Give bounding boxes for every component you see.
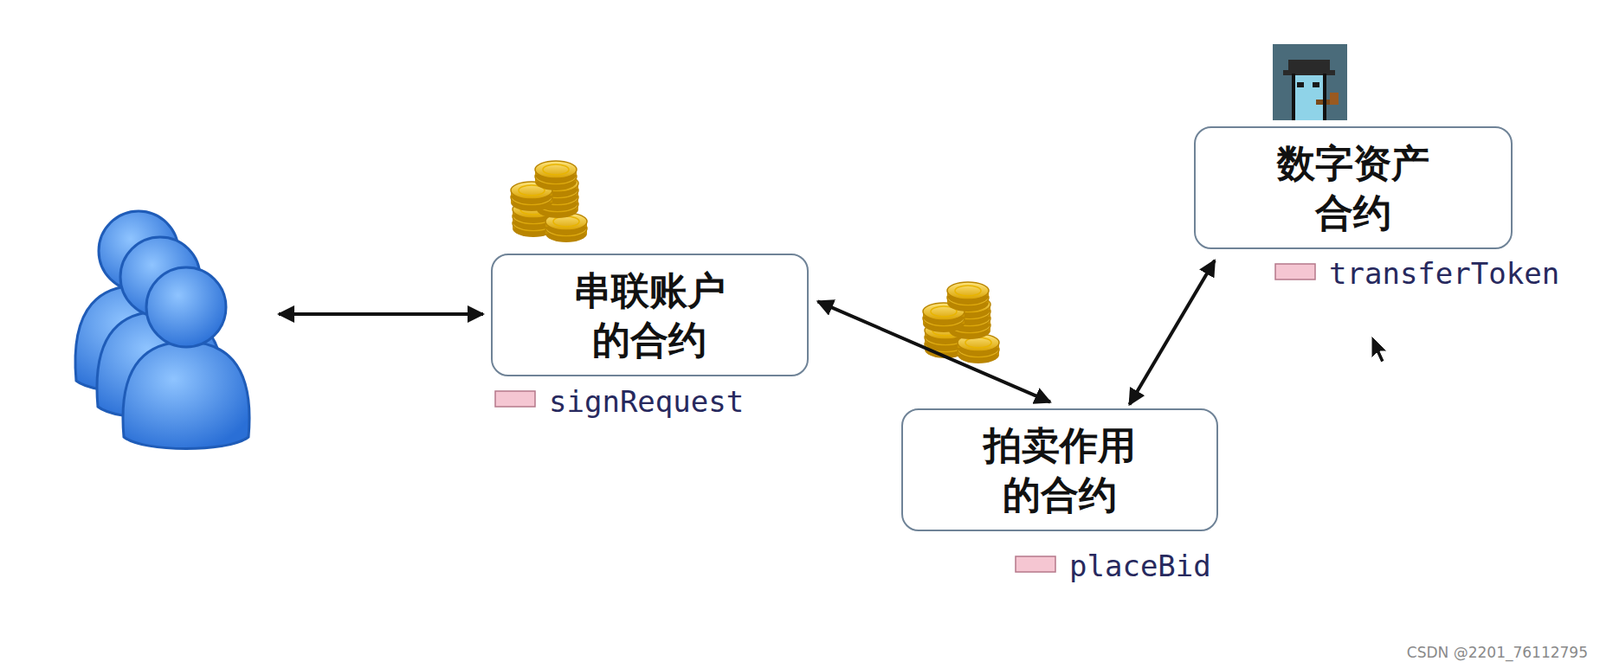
user-icon <box>75 211 250 450</box>
contract-box: 数字资产 合约 <box>1193 126 1513 250</box>
pixel-avatar <box>1272 44 1348 121</box>
mouse-cursor <box>1371 335 1388 363</box>
contract-box: 串联账户 的合约 <box>490 253 809 377</box>
watermark: CSDN @2201_76112795 <box>1406 644 1588 662</box>
method-name: placeBid <box>1069 548 1212 584</box>
box-text: 拍卖作用 的合约 <box>964 420 1155 520</box>
box-text: 串联账户 的合约 <box>554 265 745 365</box>
method-swatch <box>495 391 536 407</box>
box-text: 数字资产 合约 <box>1258 138 1449 238</box>
coin-stack <box>510 161 588 243</box>
connector-arrow <box>818 301 1052 402</box>
method-name: signRequest <box>548 384 744 420</box>
user-arrow <box>278 312 484 317</box>
contract-box: 拍卖作用 的合约 <box>901 408 1219 532</box>
method-name: transferToken <box>1329 256 1560 291</box>
method-swatch <box>1275 264 1316 280</box>
method-swatch <box>1015 556 1056 573</box>
connector-arrow <box>1129 260 1215 406</box>
